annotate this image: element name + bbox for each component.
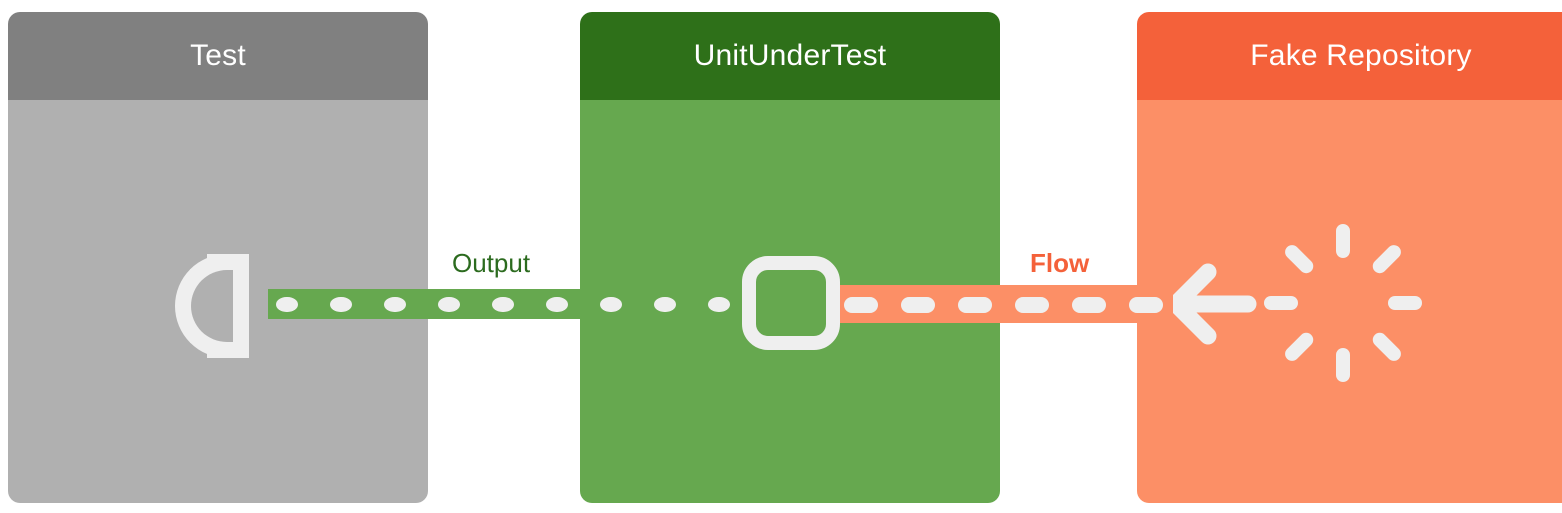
flow-band-dash: [844, 297, 878, 313]
participant-fake-repository[interactable]: Fake Repository: [1137, 12, 1562, 503]
output-band-dot: [492, 297, 514, 312]
output-band-dot: [276, 297, 298, 312]
flow-band-dash: [958, 297, 992, 313]
flow-band-dash: [901, 297, 935, 313]
dashed-circle-segment: [1282, 242, 1317, 277]
dashed-circle-segment: [1264, 296, 1298, 310]
output-band-dot: [438, 297, 460, 312]
flow-band-dash: [1129, 297, 1163, 313]
dashed-circle-icon: [1264, 224, 1422, 382]
dashed-circle-segment: [1369, 242, 1404, 277]
participant-test-header: Test: [8, 12, 428, 100]
socket-bar-right: [233, 254, 249, 358]
participant-test-label: Test: [190, 39, 246, 72]
dashed-circle-segment: [1388, 296, 1422, 310]
output-connector-label: Output: [452, 248, 531, 278]
participant-unit-under-test-header: UnitUnderTest: [580, 12, 1000, 100]
dashed-circle-segment: [1336, 348, 1350, 382]
participant-fake-repository-label: Fake Repository: [1250, 39, 1472, 72]
output-band-dot: [600, 297, 622, 312]
output-connector-band[interactable]: [268, 289, 746, 319]
output-band-dot: [330, 297, 352, 312]
participant-fake-repository-header: Fake Repository: [1137, 12, 1562, 100]
output-band-dot: [708, 297, 730, 312]
dashed-circle-segment: [1369, 329, 1404, 364]
rounded-square-port-icon: [742, 256, 840, 350]
flow-band-dash: [1072, 297, 1106, 313]
flow-connector-label: Flow: [1030, 248, 1090, 278]
dashed-circle-segment: [1282, 329, 1317, 364]
output-band-dot: [654, 297, 676, 312]
socket-interface-icon: [175, 254, 271, 358]
output-band-dot: [384, 297, 406, 312]
participant-unit-under-test-label: UnitUnderTest: [693, 39, 887, 72]
flow-band-dash: [1015, 297, 1049, 313]
left-arrow-icon: [1167, 263, 1257, 345]
output-band-dot: [546, 297, 568, 312]
dashed-circle-segment: [1336, 224, 1350, 258]
flow-connector-band[interactable]: [838, 285, 1173, 323]
